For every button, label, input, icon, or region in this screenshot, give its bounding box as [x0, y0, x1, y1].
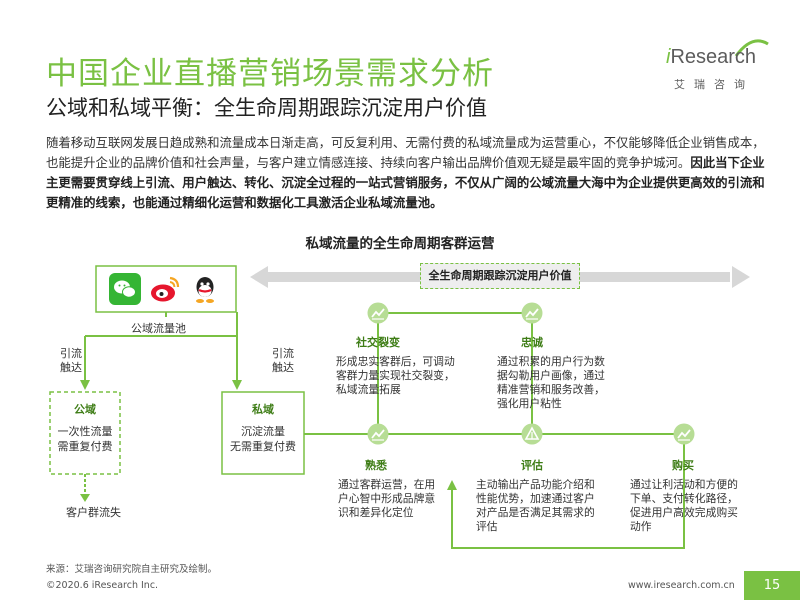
copyright: ©2020.6 iResearch Inc.: [46, 580, 159, 591]
purchase-stage-chart-up-icon: [673, 423, 695, 445]
wechat-icon: [109, 273, 141, 305]
page-title: 中国企业直播营销场景需求分析: [46, 56, 494, 92]
stage-loyalty-text: 通过积累的用户行为数据勾勒用户画像，通过精准营销和服务改善，强化用户粘性: [497, 355, 605, 410]
website-link[interactable]: www.iresearch.com.cn: [628, 580, 735, 591]
intro-normal-text: 随着移动互联网发展日趋成熟和流量成本日渐走高，可反复利用、无需付费的私域流量成为…: [46, 135, 765, 170]
stage-purchase-head: 购买: [672, 459, 694, 472]
stage-familiar-head: 熟悉: [365, 459, 387, 472]
diagram-title: 私域流量的全生命周期客群运营: [305, 236, 495, 252]
stage-loyalty-head: 忠诚: [521, 336, 543, 349]
qq-icon: [196, 277, 214, 303]
public-box-head: 公域: [74, 403, 96, 416]
logo-wordmark: iResearch: [666, 46, 757, 68]
page-subtitle: 公域和私域平衡：全生命周期跟踪沉淀用户价值: [46, 96, 487, 120]
public-pool-label: 公域流量池: [131, 322, 186, 335]
right-arrow-label: 引流 触达: [272, 347, 294, 374]
stage-evaluate-head: 评估: [521, 459, 543, 472]
intro-bold-text: 因此当下企业主更需要贯穿线上引流、用户触达、转化、沉淀全过程的一站式营销服务，不…: [46, 155, 765, 210]
social-icon-panel: [100, 272, 225, 308]
evaluate-stage-triangle-chart-icon: [521, 423, 543, 445]
iresearch-logo: iResearch 艾瑞咨询: [664, 39, 774, 98]
lifecycle-double-arrow: [250, 266, 750, 288]
stage-familiar-text: 通过客群运营，在用户心智中形成品牌意识和差异化定位: [338, 478, 436, 519]
intro-paragraph: 随着移动互联网发展日趋成熟和流量成本日渐走高，可反复利用、无需付费的私域流量成为…: [46, 133, 768, 213]
social-stage-chart-up-icon: [367, 302, 389, 324]
familiar-stage-chart-up-icon: [367, 423, 389, 445]
stage-social-text: 形成忠实客群后，可调动客群力量实现社交裂变，私域流量拓展: [336, 355, 455, 396]
stage-social-head: 社交裂变: [356, 336, 400, 349]
source-note: 来源：艾瑞咨询研究院自主研究及绘制。: [46, 564, 218, 575]
lifecycle-banner: 全生命周期跟踪沉淀用户价值: [420, 263, 580, 289]
private-box-head: 私域: [252, 403, 274, 416]
logo-arc-icon: [734, 39, 769, 57]
churn-label: 客户群流失: [66, 506, 121, 519]
page-number: 15: [744, 571, 800, 600]
stage-evaluate-text: 主动输出产品功能介绍和性能优势，加速通过客户对产品是否满足其需求的评估: [476, 478, 595, 533]
logo-chinese-name: 艾瑞咨询: [674, 78, 754, 91]
private-box-text: 沉淀流量 无需重复付费: [230, 425, 296, 453]
loyalty-stage-chart-up-icon: [521, 302, 543, 324]
public-box-border: [49, 391, 121, 475]
left-arrow-label: 引流 触达: [60, 347, 82, 374]
stage-purchase-text: 通过让利活动和方便的下单、支付转化路径，促进用户高效完成购买动作: [630, 478, 738, 533]
weibo-icon: [151, 276, 180, 302]
public-box-text: 一次性流量 需重复付费: [57, 425, 113, 453]
